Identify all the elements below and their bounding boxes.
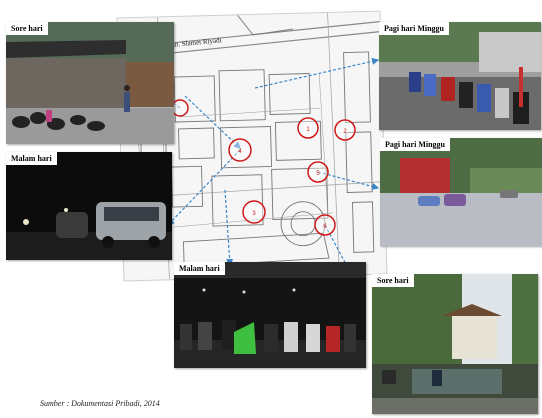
caption-pagi-minggu-1: Pagi hari Minggu <box>379 22 450 35</box>
caption-malam-hari-2: Malam hari <box>174 262 225 275</box>
photo-pagi-minggu-2-scene <box>380 138 542 246</box>
photo-pagi-minggu-2: Pagi hari Minggu <box>380 138 542 246</box>
caption-malam-hari-1: Malam hari <box>6 152 57 165</box>
photo-sore-hari-1: Sore hari <box>6 22 174 144</box>
photo-malam-hari-1: Malam hari <box>6 152 172 260</box>
caption-pagi-minggu-2: Pagi hari Minggu <box>380 138 451 151</box>
photo-pagi-minggu-1-scene <box>379 22 541 130</box>
photo-pagi-minggu-1: Pagi hari Minggu <box>379 22 541 130</box>
photo-sore-hari-2: Sore hari <box>372 274 538 414</box>
photo-sore-hari-1-scene <box>6 22 174 144</box>
photo-malam-hari-2-scene <box>174 262 366 368</box>
caption-sore-hari-1: Sore hari <box>6 22 48 35</box>
photo-malam-hari-2: Malam hari <box>174 262 366 368</box>
caption-sore-hari-2: Sore hari <box>372 274 414 287</box>
photo-sore-hari-2-scene <box>372 274 538 414</box>
source-note: Sumber : Dokumentasi Pribadi, 2014 <box>40 399 160 408</box>
photo-malam-hari-1-scene <box>6 152 172 260</box>
